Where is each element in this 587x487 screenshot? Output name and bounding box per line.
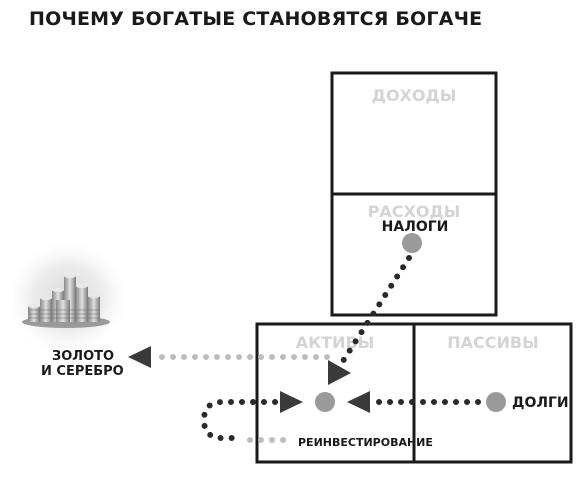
taxes-node xyxy=(402,233,422,253)
arrow-down-assets-icon xyxy=(328,360,351,385)
liabilities-label: ПАССИВЫ xyxy=(447,333,538,352)
page-title: ПОЧЕМУ БОГАТЫЕ СТАНОВЯТСЯ БОГАЧЕ xyxy=(29,8,483,30)
reinvestment-label: РЕИНВЕСТИРОВАНИЕ xyxy=(298,436,433,449)
income-label: ДОХОДЫ xyxy=(372,86,457,105)
assets-label: АКТИВЫ xyxy=(296,333,375,352)
expenses-label: РАСХОДЫ xyxy=(368,202,461,221)
center-node xyxy=(315,392,335,412)
debts-node xyxy=(486,392,506,412)
arrow-into-center-right-icon xyxy=(347,391,370,413)
gold-label-line1: ЗОЛОТО xyxy=(52,349,114,364)
taxes-label: НАЛОГИ xyxy=(382,219,449,235)
expenses-box xyxy=(330,192,498,317)
gold-label-line2: И СЕРЕБРО xyxy=(41,364,124,379)
coin-stack-icon xyxy=(4,238,132,358)
taxes-flow xyxy=(333,255,412,375)
income-box xyxy=(330,71,498,196)
arrow-into-center-left-icon xyxy=(280,391,303,413)
arrow-to-gold-icon xyxy=(128,346,151,368)
debts-label: ДОЛГИ xyxy=(512,395,569,411)
